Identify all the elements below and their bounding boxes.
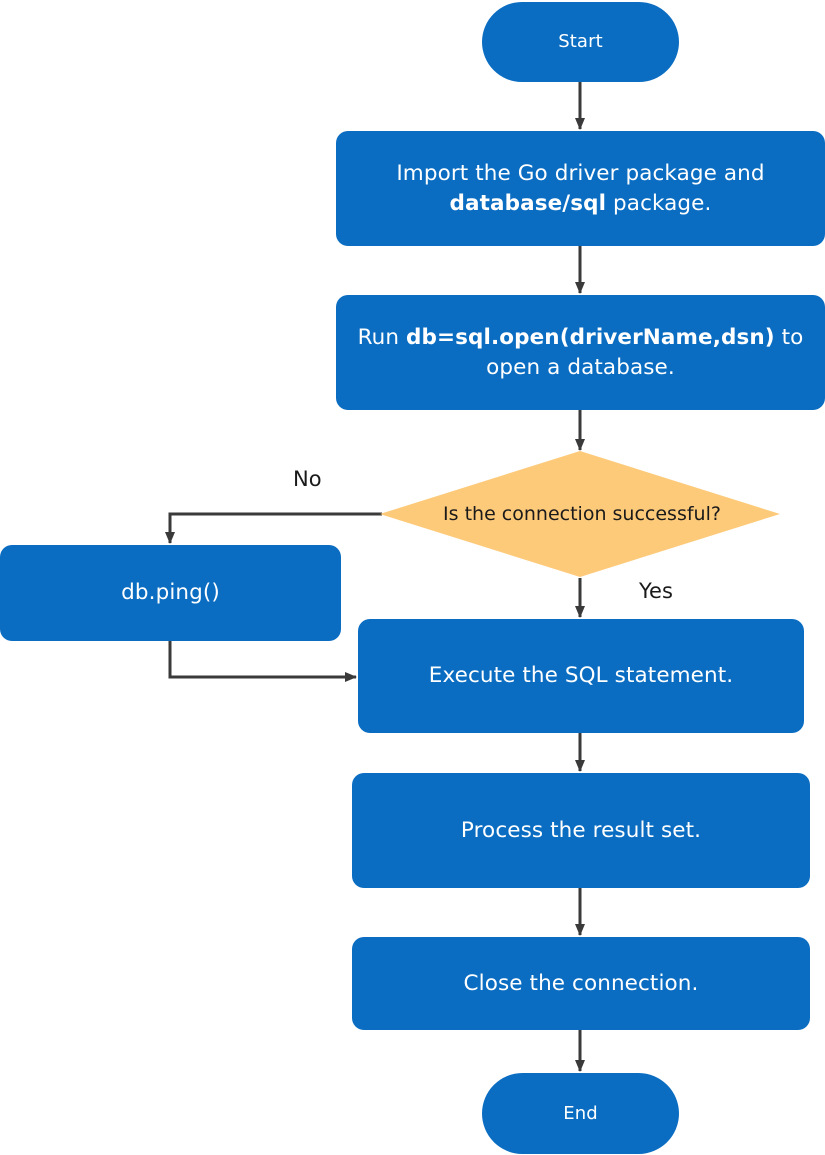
process-results-label: Process the result set.: [460, 817, 702, 843]
connector-ping-execute: [168, 641, 357, 682]
start-label: Start: [558, 31, 603, 52]
import-line1: Import the Go driver package and: [396, 160, 765, 186]
close-connection-label: Close the connection.: [463, 970, 699, 996]
start-node: Start: [482, 2, 679, 82]
open-code: db=sql.open(driverName,dsn): [406, 324, 775, 350]
end-node: End: [482, 1073, 679, 1154]
execute-sql-node: Execute the SQL statement.: [358, 619, 804, 733]
open-suffix: to: [774, 324, 804, 350]
open-database-node: Run db=sql.open(driverName,dsn) to open …: [336, 295, 825, 410]
open-line2: open a database.: [486, 354, 675, 380]
ping-node: db.ping(): [0, 545, 341, 641]
execute-sql-label: Execute the SQL statement.: [428, 663, 734, 688]
no-label: No: [293, 467, 322, 491]
connector-decision-no-ping: [165, 512, 382, 544]
close-connection-node: Close the connection.: [352, 937, 810, 1030]
end-label: End: [563, 1102, 598, 1124]
import-packages-text: Import the Go driver package and databas…: [396, 159, 764, 219]
decision-label: Is the connection successful?: [443, 503, 721, 525]
yes-label: Yes: [639, 579, 673, 603]
decision-diamond: [380, 451, 780, 577]
ping-label: db.ping(): [121, 580, 220, 605]
process-results-node: Process the result set.: [352, 773, 810, 888]
import-package-name: database/sql: [449, 190, 607, 216]
open-database-text: Run db=sql.open(driverName,dsn) to open …: [358, 323, 804, 383]
import-line2-rest: package.: [606, 190, 712, 216]
open-prefix: Run: [357, 324, 407, 350]
import-packages-node: Import the Go driver package and databas…: [336, 131, 825, 246]
